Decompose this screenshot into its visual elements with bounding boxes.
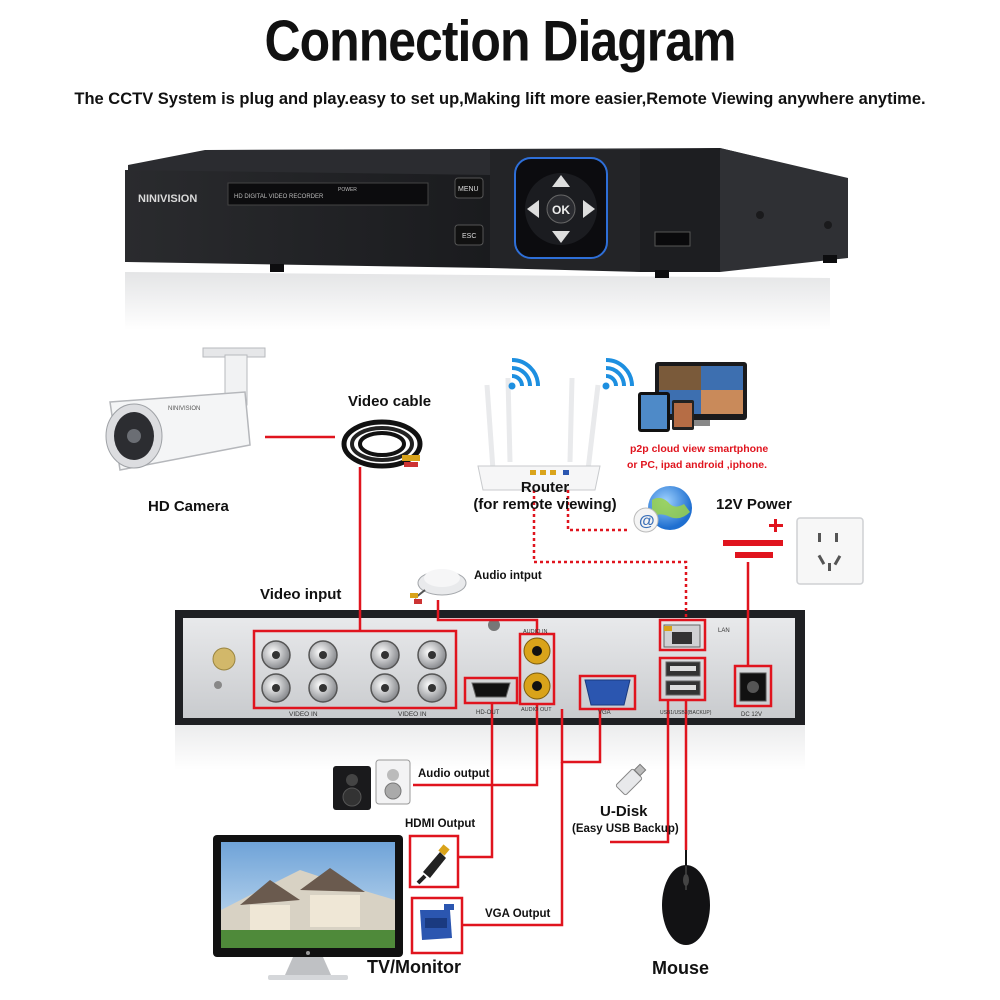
network-lines [532,490,688,620]
dc-port-label: DC 12V [741,712,762,718]
mouse-image [662,850,710,945]
microphone-image [410,569,467,604]
udisk-label: U-Disk [600,803,648,820]
dvr-front-unit [125,148,848,330]
usb-disk-image [615,763,647,796]
vga-output-label: VGA Output [485,908,551,920]
speakers-image [333,759,411,810]
router-sublabel: (for remote viewing) [473,496,617,513]
vga-cable-image [410,896,464,955]
p2p-label-line1: p2p cloud view smartphone [630,443,769,455]
hdmi-output-label: HDMI Output [405,818,476,830]
dc-power-symbol [723,519,783,558]
menu-button[interactable]: MENU [458,186,479,193]
hdmi-cable-image [408,834,460,889]
usb-port-label: USB1/USB2(BACKUP) [660,710,712,716]
audio-out-port-label: AUDIO OUT [521,707,552,713]
video-in-left-label: VIDEO IN [289,711,318,718]
tv-monitor-image [213,835,403,980]
tv-monitor-label: TV/Monitor [367,957,461,977]
udisk-sublabel: (Easy USB Backup) [572,823,679,835]
mouse-label: Mouse [652,958,710,978]
video-input-label: Video input [260,586,342,603]
dvr-model-text: HD DIGITAL VIDEO RECORDER [234,194,324,200]
wifi-icon [602,358,634,390]
ok-button[interactable]: OK [552,203,570,217]
bnc-connector-group [261,640,447,703]
wifi-icon [508,358,540,390]
video-in-right-label: VIDEO IN [398,711,427,718]
power-outlet-image [796,517,864,585]
dvr-power-text: POWER [338,187,357,193]
audio-in-port-label: AUDIO IN [523,629,547,635]
svg-text:@: @ [639,513,655,530]
internet-globe-icon: @ [633,486,692,533]
router-label: Router [520,479,570,496]
p2p-label-line2: or PC, ipad android ,iphone. [627,459,768,471]
hd-out-port-label: HD-OUT [476,710,500,716]
connection-lines [265,435,750,927]
svg-text:NINIVISION: NINIVISION [168,406,200,412]
esc-button[interactable]: ESC [462,233,476,240]
audio-output-label: Audio output [418,768,490,780]
router-image [477,377,601,491]
hd-camera-image: NINIVISION [105,347,266,471]
audio-input-label: Audio intput [474,570,542,582]
power-12v-label: 12V Power [716,496,792,513]
page-subtitle: The CCTV System is plug and play.easy to… [74,90,926,108]
video-cable-image [341,419,423,469]
vga-port-label: VGA [598,710,611,716]
remote-devices-image [638,362,747,432]
dvr-brand-text: NINIVISION [138,193,197,205]
video-cable-label: Video cable [348,393,432,410]
dvr-back-panel [175,610,805,770]
lan-port-label: LAN [718,628,730,634]
page-title: Connection Diagram [264,8,737,74]
hd-camera-label: HD Camera [148,498,229,515]
